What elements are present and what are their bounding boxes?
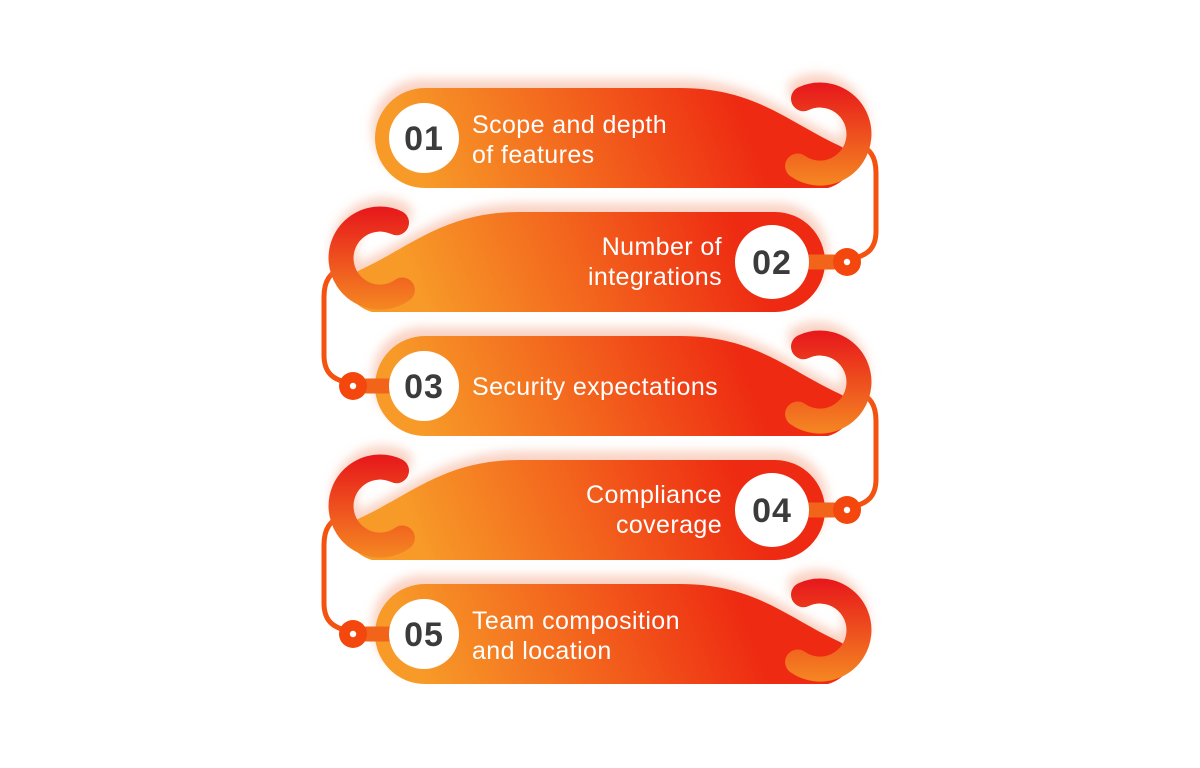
step-banner-2: 02 Number of integrations — [341, 203, 861, 312]
step-number-circle — [735, 225, 809, 299]
step-number: 05 — [404, 616, 444, 654]
step-number: 03 — [404, 368, 444, 406]
step-label-line1: Security expectations — [472, 373, 718, 401]
connector-dot — [833, 248, 861, 276]
step-label-line1: Scope and depth — [472, 111, 667, 139]
step-label-line1: Team composition — [472, 607, 680, 635]
connector-dot — [833, 496, 861, 524]
step-number: 02 — [752, 244, 792, 282]
step-number-circle — [389, 103, 459, 173]
connector-dot-center — [349, 630, 357, 638]
step-label-line2: and location — [472, 637, 612, 665]
step-banner-1: 01 Scope and depth of features — [372, 79, 859, 188]
connector-dot — [339, 372, 367, 400]
step-banner-4: 04 Compliance coverage — [341, 451, 861, 560]
connector-dot-center — [349, 382, 357, 390]
connector-dot — [339, 620, 367, 648]
step-number: 04 — [752, 492, 792, 530]
connector-dot-center — [843, 506, 851, 514]
connector-dot-center — [843, 258, 851, 266]
step-label-line1: Number of — [602, 233, 722, 261]
step-banner-5: 05 Team composition and location — [339, 575, 859, 684]
step-label-line2: integrations — [588, 263, 722, 291]
step-number-circle — [389, 351, 459, 421]
step-number-circle — [389, 599, 459, 669]
step-label-line1: Compliance — [586, 481, 722, 509]
step-banner-3: 03 Security expectations — [339, 327, 859, 436]
step-number-circle — [735, 473, 809, 547]
step-label-line2: coverage — [616, 511, 722, 539]
step-number: 01 — [404, 120, 444, 158]
step-label-line2: of features — [472, 141, 595, 169]
